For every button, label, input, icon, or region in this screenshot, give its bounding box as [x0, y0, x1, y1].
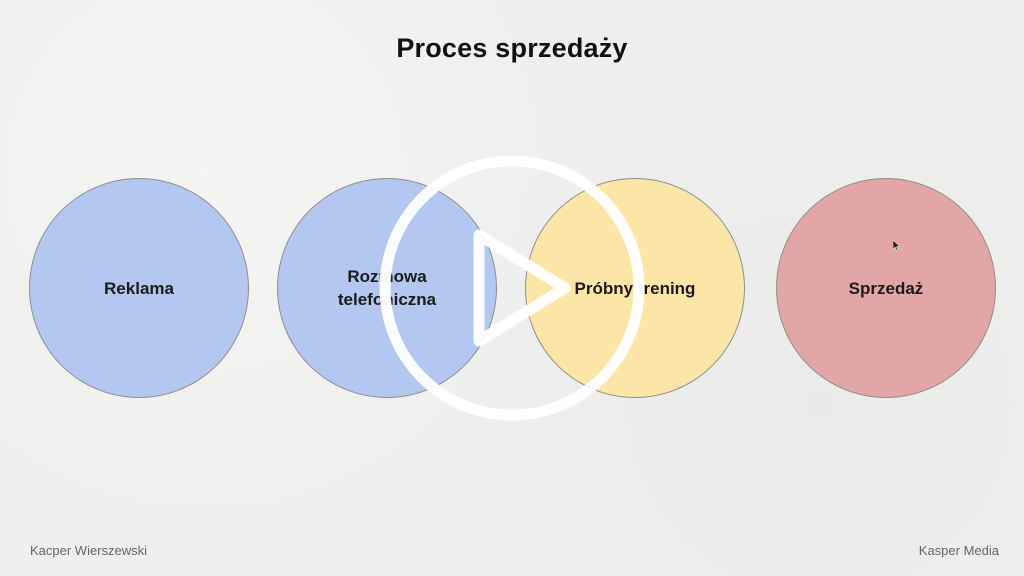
play-button[interactable]	[379, 155, 645, 421]
step-label: Próbny trening	[574, 278, 696, 298]
step-circle-rozmowa-telefoniczna: Rozmowa telefoniczna	[277, 178, 497, 398]
mouse-cursor-icon	[893, 240, 901, 251]
step-circle-reklama: Reklama	[29, 178, 249, 398]
slide-title: Proces sprzedaży	[396, 33, 628, 63]
author-name: Kacper Wierszewski	[30, 543, 148, 558]
step-label: Reklama	[104, 278, 174, 298]
brand-name: Kasper Media	[918, 543, 999, 558]
step-circle-sprzedaz: Sprzedaż	[776, 178, 996, 398]
play-icon	[379, 155, 645, 421]
step-label: Sprzedaż	[848, 278, 924, 298]
